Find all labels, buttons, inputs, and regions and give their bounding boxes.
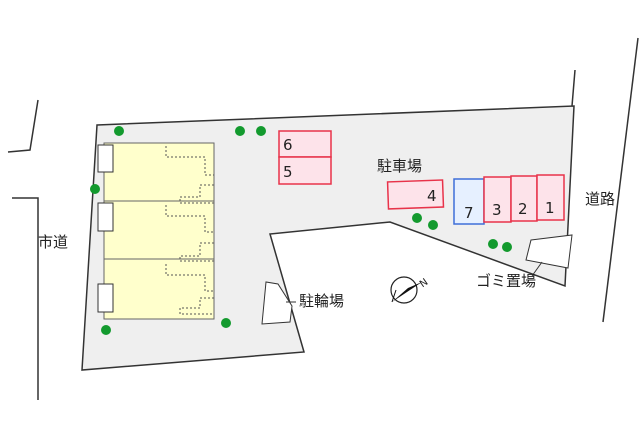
entrance-3 (97, 283, 114, 313)
tree (235, 126, 245, 136)
trees (90, 126, 512, 335)
parking-space-2-box (510, 175, 538, 222)
parking-space-6: 6 (278, 130, 332, 158)
tree (502, 242, 512, 252)
balcony-outline-4 (179, 242, 214, 262)
garbage-area-leader (531, 261, 543, 277)
parking-space-5: 5 (278, 156, 332, 185)
parking-space-1: 1 (536, 174, 565, 221)
bicycle-parking-label: 駐輪場 (299, 292, 344, 310)
parking-space-1-box (536, 174, 565, 221)
compass-rose: N (390, 276, 430, 304)
road-edge-right-upper (571, 69, 576, 107)
apartment-building (97, 142, 215, 320)
entrance-2 (97, 202, 114, 232)
parking-space-2-number: 2 (518, 200, 528, 218)
parking-spaces: 6 5 4 7 3 2 1 (278, 130, 565, 225)
garbage-area-enclosure (525, 234, 573, 269)
road-edge-right-far (602, 37, 639, 323)
parking-space-3-box (483, 176, 512, 223)
building-unit-2 (103, 200, 215, 260)
balcony-outlines (165, 146, 214, 315)
city-road-edge-lower-left (12, 197, 39, 400)
compass-circle (390, 276, 418, 304)
tree (256, 126, 266, 136)
balcony-outline-5 (165, 264, 214, 292)
city-road-edge-upper-left (7, 99, 39, 153)
parking-space-5-number: 5 (283, 163, 293, 181)
balcony-outline-3 (165, 205, 214, 233)
parking-space-6-number: 6 (283, 136, 293, 154)
balcony-outline-6 (179, 297, 214, 315)
tree (221, 318, 231, 328)
balcony-outline-1 (165, 146, 214, 176)
bicycle-parking-area (261, 281, 293, 325)
parking-space-4: 4 (386, 179, 445, 210)
balcony-outline-2 (179, 184, 214, 204)
compass-needle-icon (392, 282, 422, 302)
compass-needle-tail (391, 289, 397, 303)
parking-space-4-box (386, 179, 445, 210)
parking-space-7-number: 7 (464, 204, 474, 222)
road-label: 道路 (585, 190, 615, 208)
tree (428, 220, 438, 230)
tree (90, 184, 100, 194)
parking-space-5-box (278, 156, 332, 185)
parking-space-7: 7 (453, 178, 485, 225)
tree (488, 239, 498, 249)
parking-space-3: 3 (483, 176, 512, 223)
road-edges (7, 37, 639, 400)
leader-lines (286, 261, 543, 303)
parking-space-6-box (278, 130, 332, 158)
parking-space-4-number: 4 (427, 187, 437, 205)
parking-space-2: 2 (510, 175, 538, 222)
compass-north-label: N (418, 277, 430, 290)
garbage-area-label: ゴミ置場 (476, 272, 536, 290)
building-unit-3 (103, 258, 215, 320)
city-road-label: 市道 (38, 233, 68, 251)
tree (101, 325, 111, 335)
tree (412, 213, 422, 223)
entrance-1 (97, 144, 114, 173)
tree (114, 126, 124, 136)
parking-space-7-box (453, 178, 485, 225)
building-unit-1 (103, 142, 215, 202)
parking-lot-label: 駐車場 (377, 157, 422, 175)
parking-space-3-number: 3 (492, 201, 502, 219)
parking-space-1-number: 1 (545, 199, 555, 217)
